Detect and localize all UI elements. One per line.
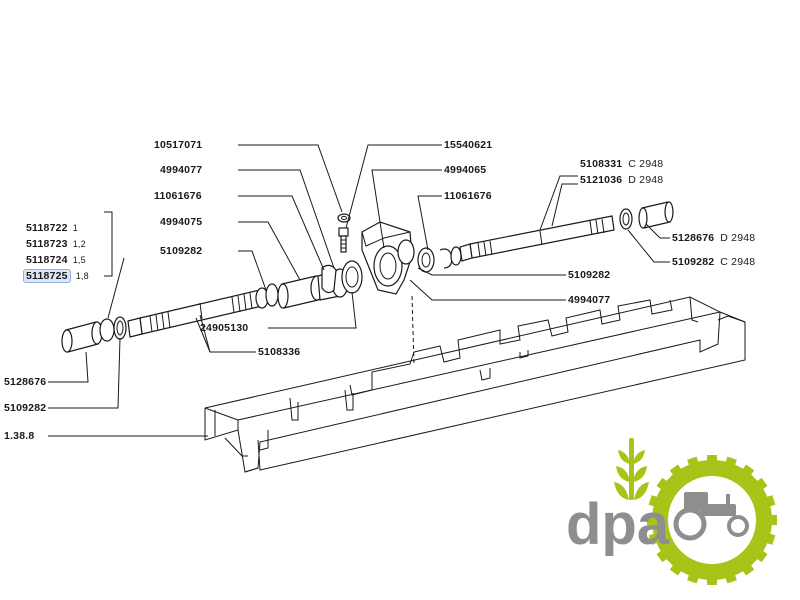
gear-tooth xyxy=(707,575,717,585)
label-4994077-top: 4994077 xyxy=(160,164,203,176)
gear-tooth xyxy=(669,561,684,576)
leader-lines xyxy=(48,144,670,437)
gear-tooth xyxy=(740,464,755,479)
gear-tooth xyxy=(740,561,755,576)
code-d2948: D 2948 xyxy=(628,174,664,186)
gear-tooth xyxy=(707,455,717,465)
highlighted-part-number[interactable]: 5118725 xyxy=(23,269,71,283)
gear-tooth xyxy=(648,532,662,545)
chassis-frame xyxy=(204,295,746,473)
label-5109282-bottom: 5109282 xyxy=(4,402,47,414)
gear-tooth xyxy=(762,495,776,508)
label-10517071: 10517071 xyxy=(154,139,203,151)
gear-tooth xyxy=(724,456,737,470)
gear-tooth xyxy=(753,548,768,563)
snap-ring-right xyxy=(619,208,633,230)
label-4994065: 4994065 xyxy=(444,164,487,176)
label-1-38-8: 1.38.8 xyxy=(4,430,35,442)
gear-tooth xyxy=(656,477,671,492)
label-24905130: 24905130 xyxy=(200,322,249,334)
gear-tooth xyxy=(669,464,684,479)
label-4994077-bottom: 4994077 xyxy=(568,294,611,306)
left-shaft xyxy=(127,289,263,338)
wheat-icon xyxy=(614,438,649,500)
support-bracket xyxy=(361,221,415,295)
bushing-right xyxy=(638,201,674,229)
bolt-and-washer xyxy=(337,213,351,253)
label-5109282-left: 5109282 xyxy=(160,245,203,257)
right-shaft xyxy=(459,215,615,262)
collar-assembly xyxy=(255,260,363,309)
code-d2948-right: D 2948 xyxy=(720,232,756,244)
bushing-left xyxy=(61,321,103,353)
label-5108336: 5108336 xyxy=(258,346,301,358)
tractor-icon xyxy=(673,492,749,541)
gear-tooth xyxy=(656,548,671,563)
gear-tooth xyxy=(767,515,777,525)
gear-tooth xyxy=(753,477,768,492)
code-c2948: C 2948 xyxy=(628,158,664,170)
gear-tooth xyxy=(687,456,700,470)
label-11061676-left: 11061676 xyxy=(154,190,202,202)
label-11061676-right: 11061676 xyxy=(444,190,492,202)
gear-icon xyxy=(647,455,777,585)
logo-text: dpa xyxy=(566,492,670,557)
gear-tooth xyxy=(647,515,657,525)
label-5128676-left: 5128676 xyxy=(4,376,47,388)
code-c2948-right: C 2948 xyxy=(720,256,756,268)
gear-tooth xyxy=(687,570,700,584)
gear-tooth xyxy=(762,532,776,545)
label-5109282-mid: 5109282 xyxy=(568,269,611,281)
gear-tooth xyxy=(724,570,737,584)
gear-tooth xyxy=(648,495,662,508)
label-4994075: 4994075 xyxy=(160,216,203,228)
label-15540621: 15540621 xyxy=(444,139,493,151)
